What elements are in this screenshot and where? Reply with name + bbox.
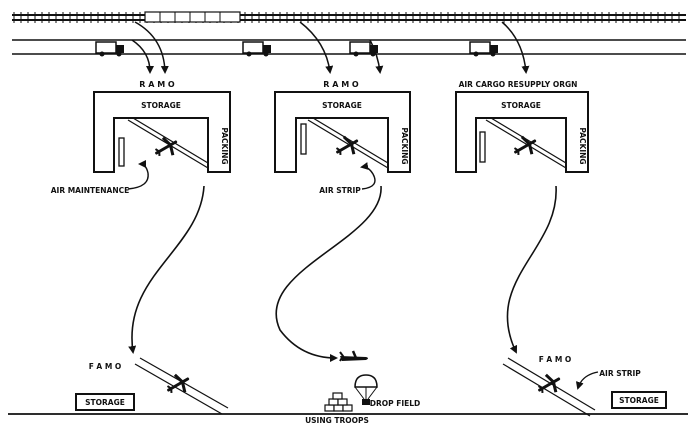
hangar xyxy=(300,123,307,155)
air-strip xyxy=(307,119,389,169)
railroad-ties xyxy=(13,12,680,23)
depot-ramo-2: R A M O STORAGE PACKING AIR STRIP xyxy=(274,80,411,195)
airplane-icon xyxy=(339,350,368,362)
packing-label: PACKING xyxy=(400,127,409,164)
famo-label: F A M O xyxy=(89,362,122,371)
airplane-icon xyxy=(533,368,566,401)
storage-label: STORAGE xyxy=(619,396,659,405)
hangar xyxy=(118,137,125,167)
callout-label: AIR MAINTENANCE xyxy=(51,186,130,195)
storage-label: STORAGE xyxy=(141,101,181,110)
depot-air-cargo: AIR CARGO RESUPPLY ORGN STORAGE PACKING xyxy=(455,80,589,173)
depot-label: AIR CARGO RESUPPLY ORGN xyxy=(459,80,578,89)
air-strip-label: AIR STRIP xyxy=(599,369,641,378)
hangar xyxy=(479,131,486,163)
railroad-track-icon xyxy=(12,11,686,23)
callout-label: AIR STRIP xyxy=(319,186,361,195)
drop-field-label: DROP FIELD xyxy=(370,399,421,408)
packing-label: PACKING xyxy=(578,127,587,164)
train-icon xyxy=(144,11,241,23)
using-troops-label: USING TROOPS xyxy=(305,416,369,425)
airplane-icon xyxy=(509,130,542,163)
storage-label: STORAGE xyxy=(322,101,362,110)
storage-label: STORAGE xyxy=(501,101,541,110)
supply-arrows xyxy=(131,21,530,74)
crate-stack-icon xyxy=(324,392,353,412)
famo-right: F A M O AIR STRIP STORAGE xyxy=(502,355,667,417)
airplane-icon xyxy=(331,130,364,163)
storage-box xyxy=(611,391,667,409)
storage-box xyxy=(75,393,135,411)
famo-label: F A M O xyxy=(539,355,572,364)
depot-label: R A M O xyxy=(139,80,175,89)
drop-field: DROP FIELD USING TROOPS xyxy=(305,350,421,425)
storage-label: STORAGE xyxy=(85,398,125,407)
depot-building xyxy=(455,91,589,173)
depot-building xyxy=(274,91,411,173)
road xyxy=(12,39,686,55)
depot-ramo-1: R A M O STORAGE PACKING AIR MAINTENANCE xyxy=(51,80,231,195)
famo-left: F A M O STORAGE xyxy=(75,357,229,415)
depot-label: R A M O xyxy=(323,80,359,89)
packing-label: PACKING xyxy=(220,127,229,164)
depot-building xyxy=(93,91,231,173)
parachute-icon xyxy=(354,374,378,405)
flight-arrows xyxy=(128,185,557,362)
air-strip xyxy=(485,119,567,169)
